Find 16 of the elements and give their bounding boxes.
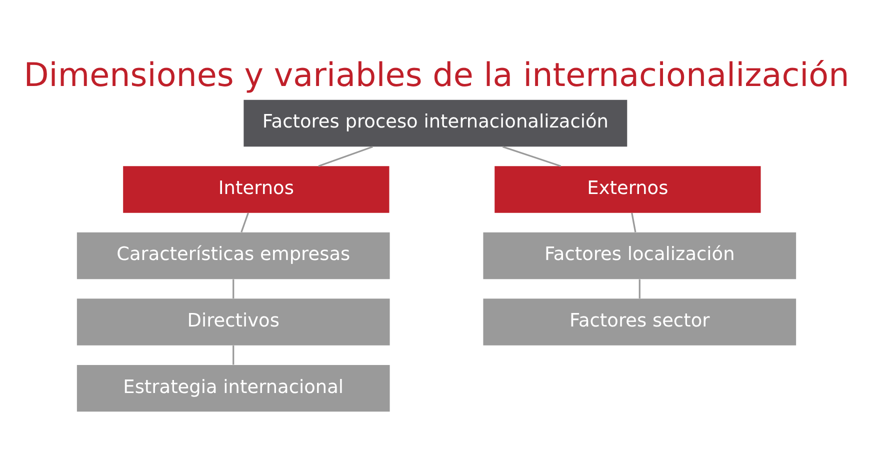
- node-box: Factores sector: [483, 298, 796, 345]
- node-box: Directivos: [76, 298, 390, 345]
- connector: [631, 212, 636, 232]
- connector: [240, 212, 249, 232]
- node-box: Externos: [494, 166, 761, 212]
- node-box: Estrategia internacional: [76, 364, 390, 412]
- node-box: Internos: [123, 166, 390, 212]
- connector: [638, 278, 640, 298]
- node-box: Factores proceso internacionalización: [244, 99, 628, 146]
- node-box: Características empresas: [76, 232, 390, 279]
- diagram-title: Dimensiones y variables de la internacionalización: [24, 55, 850, 94]
- node-box: Factores localización: [483, 232, 796, 279]
- connector: [232, 345, 234, 364]
- connector: [318, 145, 373, 166]
- connector: [232, 278, 234, 298]
- connector: [502, 145, 562, 166]
